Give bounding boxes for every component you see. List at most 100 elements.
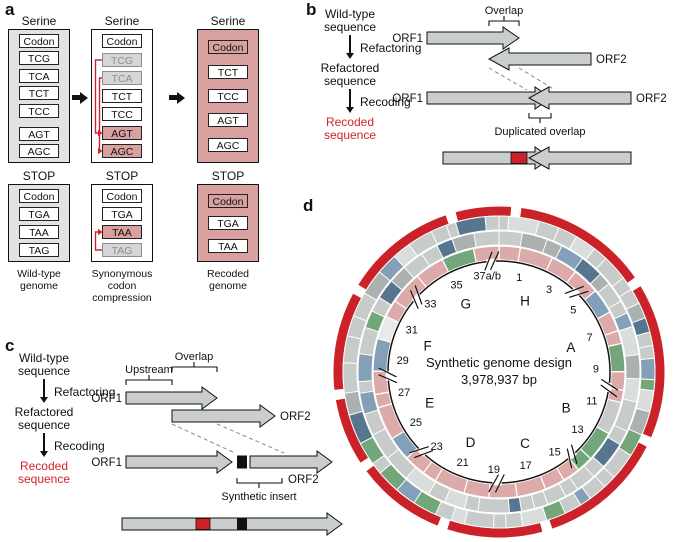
flow-arrow-recoding: Recoding [6,432,105,460]
codon-cell: AGC [19,144,59,159]
synthetic-insert-label: Synthetic insert [221,491,296,503]
amino-acid-label: Serine [210,14,246,28]
orf2-label: ORF2 [636,93,667,105]
codon-cell: AGT [19,126,59,141]
genome-center-title: Synthetic genome design [426,355,572,370]
red-segment [510,152,528,164]
dashed-guide [171,423,236,454]
flow-step-recoded: Recoded sequence [17,459,71,486]
duplicated-overlap-bracket [528,113,552,123]
flow-step-refactored: Refactored sequence [320,61,380,88]
codon-cell: TCA [19,68,59,83]
codon-cell: TCT [19,86,59,101]
orf2-arrow [487,47,592,71]
panel-b-diagram: ORF1 ORF2 Overlap ORF1 ORF2 Duplicated o… [392,5,667,170]
orf1-label: ORF1 [392,33,423,45]
section-letter: D [466,435,476,450]
panel-a-label: a [5,0,15,19]
codon-header: Codon [102,189,142,203]
orf2-label: ORF2 [596,54,627,66]
overlap-label: Overlap [485,5,524,17]
stop-label: STOP [22,169,56,183]
codon-cell: TCA [102,70,142,85]
upstream-label: Upstream [125,364,173,376]
amino-acid-label: Serine [104,14,140,28]
dashed-guide [518,67,556,91]
orf1-arrow [125,450,233,474]
codon-cell: TAG [102,243,142,257]
codon-cell: TGA [208,216,248,230]
codon-header: Codon [208,193,248,208]
section-letter: A [566,340,575,355]
down-arrow-icon [345,89,354,113]
column-caption: Recoded genome [206,268,250,292]
section-letter: F [423,339,431,354]
right-arrow-icon [169,91,185,104]
codon-cell: TCG [19,51,59,66]
codon-cell: TAG [19,243,59,257]
section-number: 3 [546,284,552,296]
panel-c-label: c [5,336,15,355]
codon-cell: TCC [19,103,59,118]
codon-header: Codon [208,40,248,55]
section-number: 23 [430,441,442,453]
panel-d-genome-map: 135791113151719212325272931333537a/bHABC… [333,206,665,538]
codon-cell: TCT [208,64,248,79]
orf1-arrow [125,386,218,410]
section-number: 21 [457,457,469,469]
orf2-arrow [171,404,276,428]
codon-cell: TCT [102,89,142,103]
section-letter: G [460,296,471,311]
genome-size-label: 3,978,937 bp [461,372,537,387]
codon-cell: TGA [19,207,59,221]
column-caption: Synonymous codon compression [91,268,153,304]
panel-c-flow: Wild-type sequence Refactoring Refactore… [6,352,116,486]
down-arrow-icon [345,35,354,59]
synthetic-insert-bracket [236,478,283,488]
section-number: 9 [593,363,599,375]
flow-arrow-refactoring: Refactoring [312,34,421,62]
codon-cell: TCC [102,107,142,122]
section-number: 1 [516,272,522,284]
section-number: 17 [520,460,532,472]
section-letter: B [562,400,571,415]
orf2-label: ORF2 [288,474,319,486]
red-segment [195,518,211,530]
codon-cell: TAA [102,225,142,239]
upstream-bracket [125,375,173,385]
flow-arrow-refactoring: Refactoring [6,378,115,406]
flow-step-wildtype: Wild-type sequence [323,7,377,34]
flow-arrow-recoding: Recoding [312,88,411,116]
codon-cell: AGT [102,125,142,140]
genome-rings: 135791113151719212325272931333537a/bHABC… [333,206,665,538]
right-arrow-icon [72,91,88,104]
section-letter: E [425,396,434,411]
black-insert [237,455,247,469]
codon-header: Codon [102,34,142,49]
section-number: 29 [397,355,409,367]
codon-cell: TCG [102,52,142,67]
black-insert [237,518,247,530]
flow-step-refactored: Refactored sequence [14,405,74,432]
orf2-label: ORF2 [280,411,311,423]
stop-label: STOP [105,169,139,183]
panel-b-flow: Wild-type sequence Refactoring Refactore… [312,7,422,142]
codon-header: Codon [19,189,59,203]
overlap-bracket [488,16,520,26]
dashed-guide [488,67,528,91]
codon-cell: TCC [208,88,248,103]
column-caption: Wild-type genome [17,268,61,292]
section-number: 31 [406,324,418,336]
refactoring-label: Refactoring [54,385,116,399]
orf1-label: ORF1 [91,393,122,405]
codon-cell: AGC [102,143,142,158]
panel-b-label: b [306,0,317,19]
section-number: 35 [450,280,462,292]
